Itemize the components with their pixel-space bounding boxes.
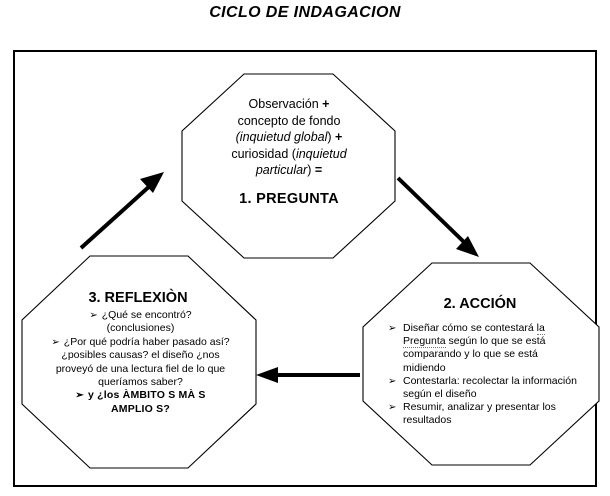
arrow-bullet-icon: ➢ (388, 402, 397, 414)
page-title: CICLO DE INDAGACION (209, 4, 401, 21)
arrow-bullet-icon: ➢ (388, 323, 397, 334)
list-item: ➢ Diseñar cómo se contestará la Pregunta… (388, 322, 583, 375)
octagon-pregunta (181, 73, 396, 259)
reflexion-item-1-line-2: (conclusiones) (106, 322, 175, 335)
node-accion-heading: 2. ACCIÓN (443, 296, 517, 312)
list-item: ➢ y ¿los ÀMBITO S MÀ S (48, 389, 233, 402)
arrow-bullet-icon: ➢ (388, 375, 397, 387)
arrow-accion-to-reflexion (256, 367, 360, 383)
node-accion-list: ➢ Diseñar cómo se contestará la Pregunta… (388, 322, 583, 428)
arrow-pregunta-to-accion (396, 176, 479, 257)
list-item: ➢ Contestarla: recolectar la información… (388, 375, 583, 401)
accion-item-2-text: Contestarla: recolectar la información s… (403, 374, 577, 401)
arrow-reflexion-to-pregunta (79, 172, 164, 250)
pregunta-line-3: (inquietud global) + (235, 130, 343, 144)
reflexion-item-2-text: ¿Por qué podría haber pasado así? ¿posib… (55, 335, 230, 389)
node-reflexion-heading: 3. REFLEXIÒN (88, 290, 188, 306)
pregunta-line-4: curiosidad (inquietud (231, 146, 347, 161)
list-item: ➢¿Por qué podría haber pasado así? ¿posi… (48, 336, 233, 390)
accion-item-1-text: Diseñar cómo se contestará la Pregunta s… (403, 322, 546, 374)
pregunta-line-5: particular) = (255, 163, 323, 177)
node-pregunta-text: Observación + concepto de fondo (inquiet… (206, 96, 372, 207)
arrow-bullet-icon: ➢ (89, 310, 98, 321)
octagon-reflexion (21, 255, 257, 469)
accion-item-3-text: Resumir, analizar y presentar los result… (403, 401, 556, 427)
reflexion-item-3-line-1: y ¿los ÀMBITO S MÀ S (88, 389, 206, 402)
node-reflexion-list: ➢¿Qué se encontró? (conclusiones) ➢¿Por … (48, 309, 233, 416)
list-item: ➢¿Qué se encontró? (48, 309, 233, 322)
pregunta-line-1: Observación + (248, 97, 330, 111)
diagram-frame (13, 50, 597, 487)
reflexion-item-1-line-1: ¿Qué se encontró? (101, 309, 192, 321)
reflexion-item-3-line-2: AMPLIO S? (111, 402, 170, 415)
octagon-accion (362, 262, 600, 466)
node-pregunta-heading: 1. PREGUNTA (239, 190, 339, 207)
arrow-bullet-icon: ➢ (75, 390, 84, 402)
arrow-bullet-icon: ➢ (51, 336, 60, 348)
list-item: ➢ Resumir, analizar y presentar los resu… (388, 401, 583, 427)
pregunta-line-2: concepto de fondo (237, 113, 341, 128)
